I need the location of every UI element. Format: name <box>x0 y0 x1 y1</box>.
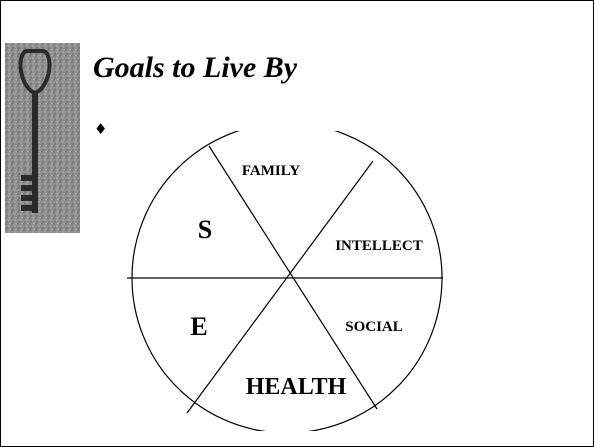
diagonal-divider-up <box>186 160 374 414</box>
key-shaft <box>32 93 38 213</box>
key-bit-4 <box>21 205 33 211</box>
key-bit-2 <box>21 185 33 191</box>
bullet-marker: ♦ <box>94 120 108 138</box>
diagonal-divider-down <box>208 145 378 410</box>
segment-label-e: E <box>190 312 207 341</box>
key-bit-3 <box>21 195 33 201</box>
key-bit-1 <box>21 175 33 181</box>
goals-circle-diagram: FAMILY INTELLECT SOCIAL HEALTH E S <box>127 131 443 431</box>
key-bow <box>18 49 52 96</box>
segment-label-health: HEALTH <box>246 374 347 400</box>
segment-label-family: FAMILY <box>242 163 301 179</box>
segment-label-social: SOCIAL <box>345 319 403 335</box>
segment-label-s: S <box>198 215 212 244</box>
segment-label-intellect: INTELLECT <box>335 238 423 254</box>
slide-title: Goals to Live By <box>93 51 298 84</box>
skeleton-key-icon <box>5 43 80 233</box>
stone-background <box>5 43 80 233</box>
